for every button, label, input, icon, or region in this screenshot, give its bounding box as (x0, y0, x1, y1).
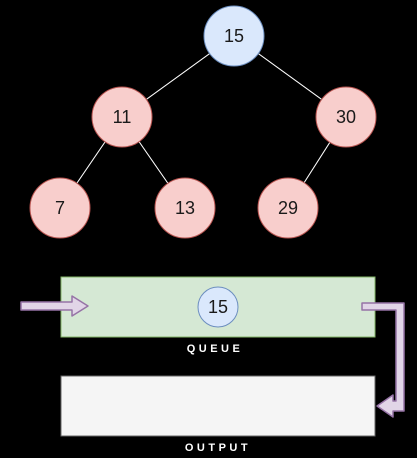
edge-n15-n11 (146, 53, 210, 100)
dequeue-arrow (361, 302, 405, 418)
tree-nodes: 15 11 30 7 13 29 (29, 5, 377, 239)
tree-node-11-circle (91, 86, 153, 148)
queue-item-circle (197, 286, 239, 328)
queue-item-label: 15 (208, 297, 228, 317)
tree-node-15-circle (203, 5, 265, 67)
tree-node-11: 11 (91, 86, 153, 148)
tree-node-29: 29 (257, 177, 319, 239)
queue-items: 15 (197, 286, 239, 328)
tree-node-30-circle (315, 86, 377, 148)
tree-node-7-label: 7 (55, 198, 65, 218)
tree-node-15: 15 (203, 5, 265, 67)
edge-n30-n29 (303, 142, 331, 183)
tree-node-30: 30 (315, 86, 377, 148)
tree-node-29-label: 29 (278, 198, 298, 218)
enqueue-arrow (20, 295, 89, 317)
tree-edges (76, 53, 331, 184)
tree-node-30-label: 30 (336, 107, 356, 127)
tree-node-13: 13 (154, 177, 216, 239)
output-caption: OUTPUT (185, 442, 251, 454)
output-box (60, 375, 376, 437)
tree-node-15-label: 15 (224, 26, 244, 46)
edge-n11-n13 (138, 141, 169, 184)
edge-n11-n7 (76, 141, 106, 184)
tree-node-13-circle (154, 177, 216, 239)
tree-node-11-label: 11 (113, 107, 132, 127)
edge-n15-n30 (258, 53, 322, 100)
queue-caption: QUEUE (187, 343, 244, 355)
tree-node-29-circle (257, 177, 319, 239)
tree-node-13-label: 13 (175, 198, 195, 218)
queue-item: 15 (197, 286, 239, 328)
tree-node-7: 7 (29, 177, 91, 239)
tree-node-7-circle (29, 177, 91, 239)
